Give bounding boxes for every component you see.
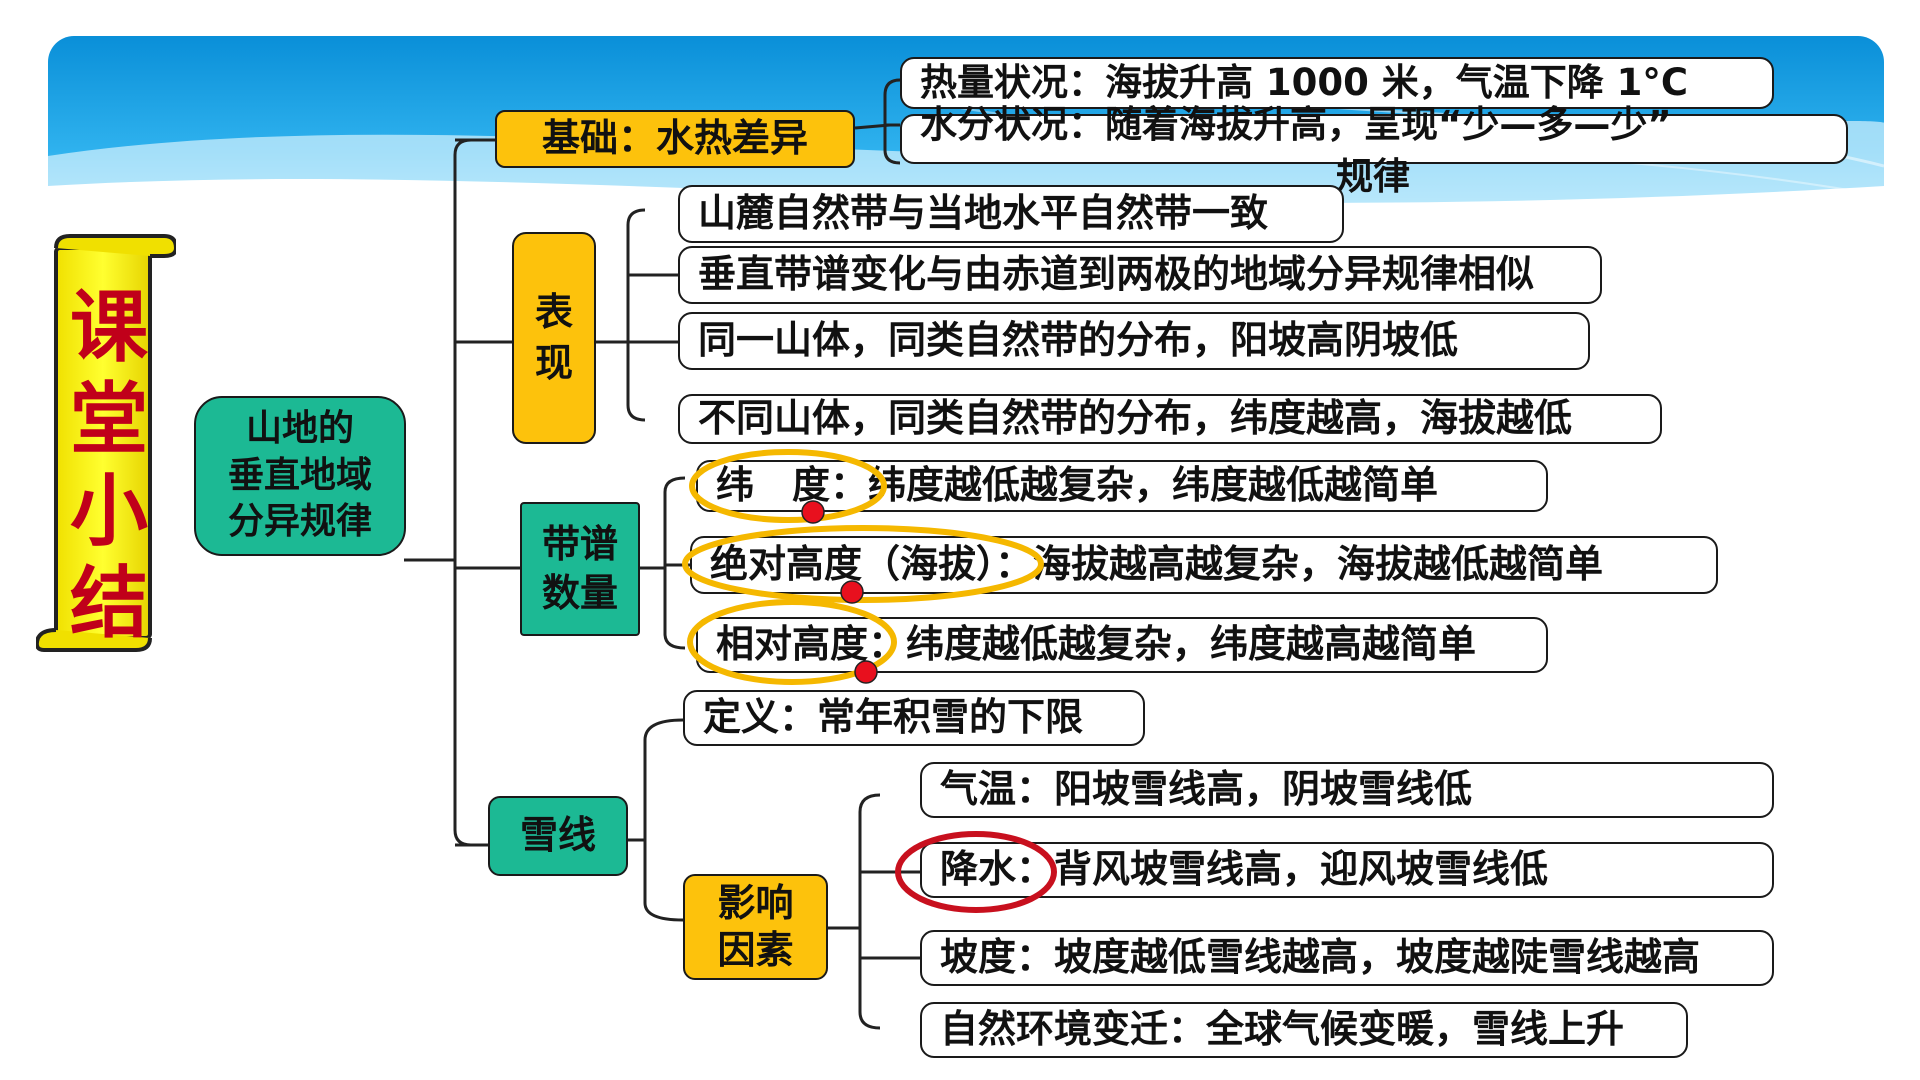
basis-item-water-text: 水分状况：随着海拔升高，呈现“少—多—少” — [920, 103, 1672, 146]
ring-precipitation — [895, 831, 1057, 913]
manifest-char: 现 — [534, 341, 573, 385]
ring-relative-height — [687, 599, 897, 685]
branch-manifest: 表 现 — [512, 232, 596, 444]
root-line: 山地的 — [245, 407, 354, 449]
spectrum-item-absolute: 绝对高度（海拔）：海拔越高越复杂，海拔越低越简单 — [690, 536, 1718, 594]
spectrum-item-latitude: 纬 度：纬度越低越复杂，纬度越低越简单 — [696, 460, 1548, 512]
basis-item-water-tail: 规律 — [1336, 155, 1410, 198]
root-node: 山地的 垂直地域 分异规律 — [194, 396, 406, 556]
root-line: 垂直地域 — [227, 454, 372, 496]
ring-latitude — [689, 449, 887, 523]
dot-latitude — [801, 500, 825, 524]
manifest-item: 垂直带谱变化与由赤道到两极的地域分异规律相似 — [678, 246, 1602, 304]
factor-precipitation: 降水：背风坡雪线高，迎风坡雪线低 — [920, 842, 1774, 898]
title-scroll — [36, 234, 176, 652]
spectrum-line: 数量 — [541, 571, 618, 615]
factor-slope: 坡度：坡度越低雪线越高，坡度越陡雪线越高 — [920, 930, 1774, 986]
branch-spectrum: 带谱 数量 — [520, 502, 640, 636]
factors-line: 因素 — [717, 928, 794, 972]
root-line: 分异规律 — [227, 501, 372, 543]
spectrum-line: 带谱 — [541, 521, 618, 566]
spectrum-item-relative: 相对高度：纬度越低越复杂，纬度越高越简单 — [696, 617, 1548, 673]
snowline-factors: 影响 因素 — [683, 874, 828, 980]
factor-environment: 自然环境变迁：全球气候变暖，雪线上升 — [920, 1002, 1688, 1058]
manifest-char: 表 — [534, 289, 573, 334]
basis-item-water: 水分状况：随着海拔升高，呈现“少—多—少” — [900, 105, 1848, 164]
factor-temperature: 气温：阳坡雪线高，阴坡雪线低 — [920, 762, 1774, 818]
dot-relative-height — [854, 660, 878, 684]
manifest-item: 山麓自然带与当地水平自然带一致 — [678, 185, 1344, 243]
dot-absolute-height — [840, 580, 864, 604]
branch-basis: 基础：水热差异 — [495, 110, 855, 168]
factors-line: 影响 — [717, 880, 794, 925]
basis-item-heat: 热量状况：海拔升高 1000 米，气温下降 1°C — [900, 57, 1774, 109]
manifest-item: 同一山体，同类自然带的分布，阳坡高阴坡低 — [678, 312, 1590, 370]
snowline-definition: 定义：常年积雪的下限 — [683, 690, 1145, 746]
manifest-item: 不同山体，同类自然带的分布，纬度越高，海拔越低 — [678, 394, 1662, 444]
ring-absolute-height — [682, 525, 1044, 603]
branch-snowline: 雪线 — [488, 796, 628, 876]
